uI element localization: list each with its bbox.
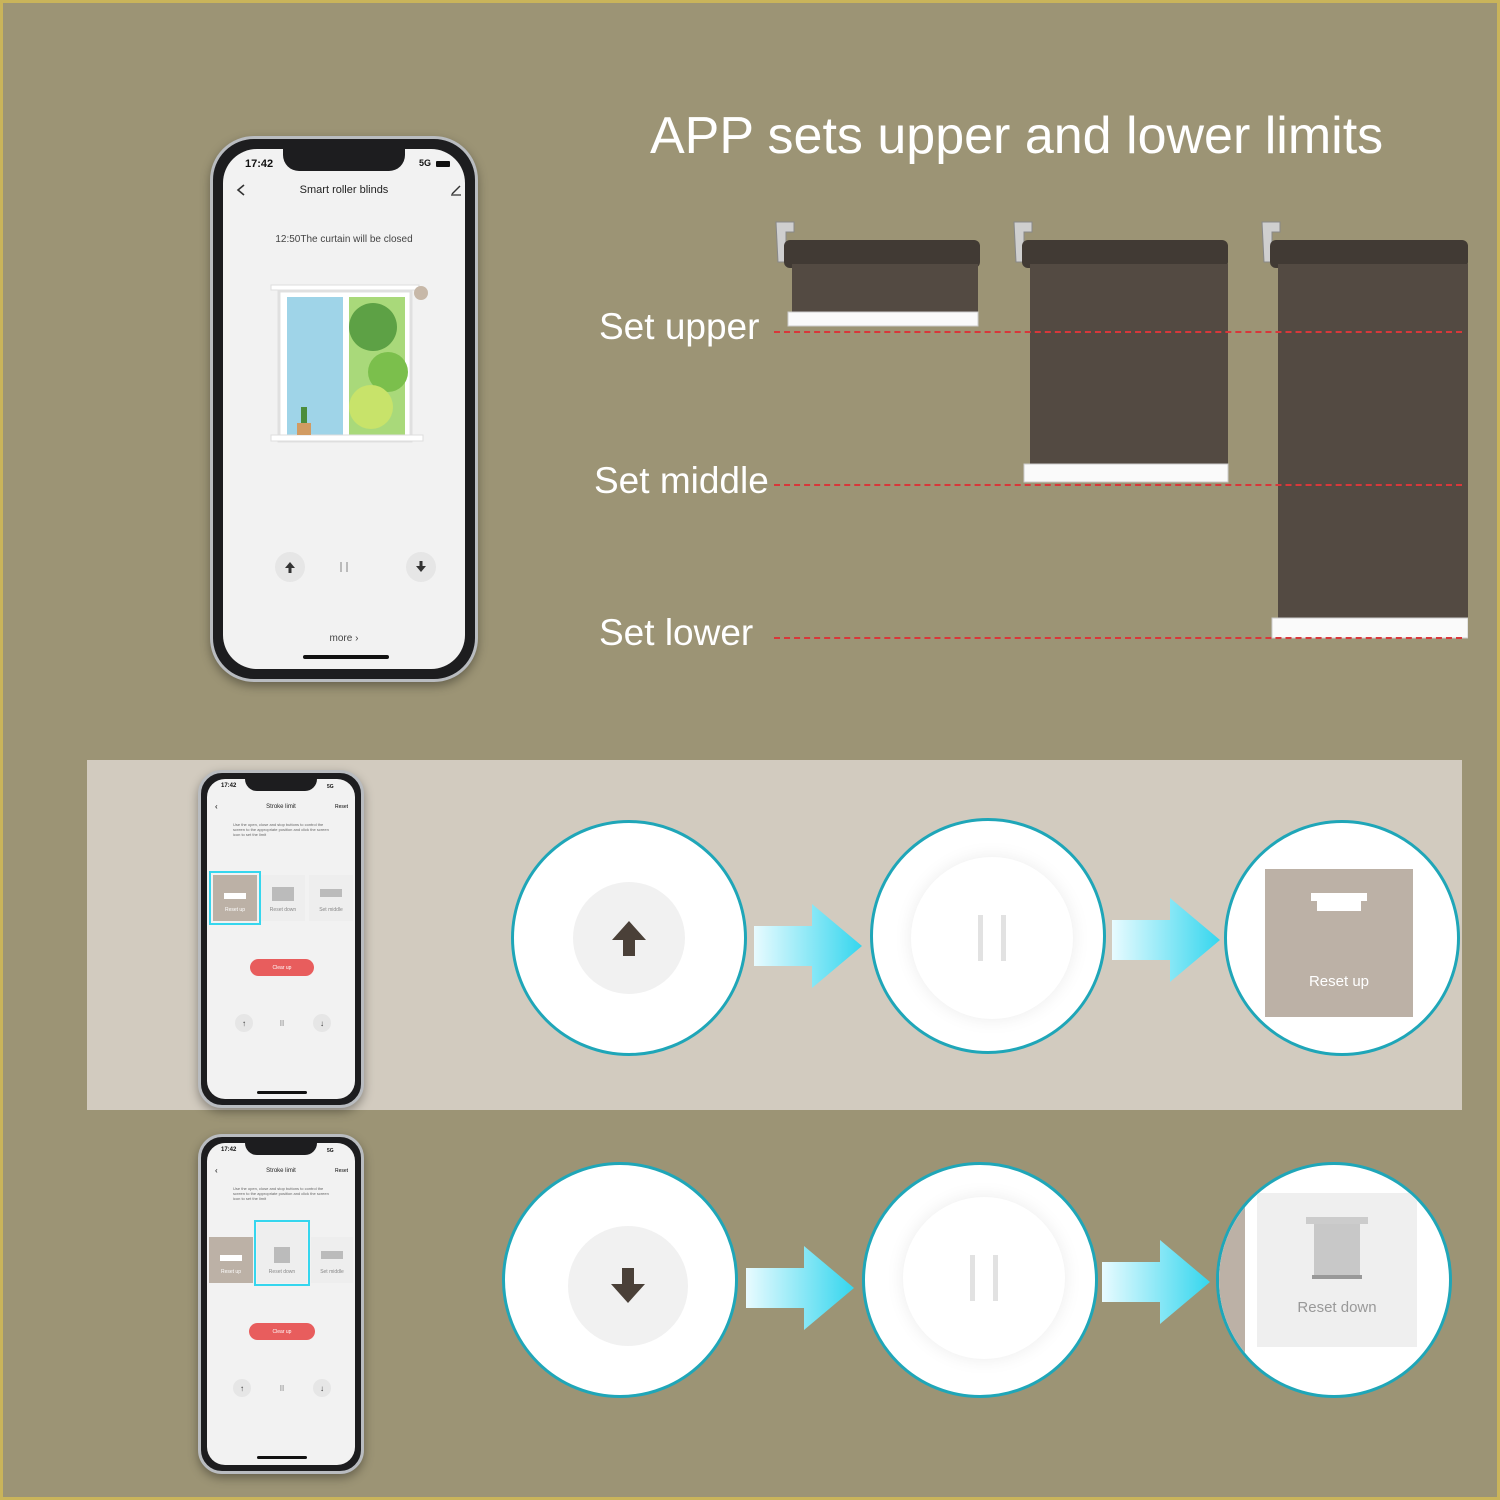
stroke-title: Stroke limit [266,804,296,810]
battery-icon [436,161,450,167]
back-icon[interactable]: ‹ [215,1166,218,1175]
status-time: 17:42 [221,783,237,789]
schedule-notice: 12:50The curtain will be closed [275,234,413,245]
step-reset-down-circle: Reset down [1216,1162,1452,1398]
pause-button-zoomed[interactable] [903,1197,1065,1359]
headline: APP sets upper and lower limits [650,107,1384,165]
middle-limit-line [774,484,1462,486]
flow-arrow-icon [754,904,862,988]
flow-arrow-icon [1102,1240,1210,1324]
reset-up-option[interactable]: Reset up [209,871,261,925]
down-button[interactable]: ↓ [313,1379,331,1397]
instructions: Use the open, close and stop buttons to … [233,1186,329,1201]
chevron-right-icon: › [355,633,359,644]
reset-link[interactable]: Reset [335,804,349,810]
up-button[interactable] [275,552,305,582]
reset-up-tile-edge [1219,1165,1245,1395]
down-arrow-icon [611,1268,645,1303]
pause-button-zoomed[interactable] [911,857,1073,1019]
pause-icon [970,1255,998,1301]
blind-middle [1010,218,1232,488]
up-button-zoomed[interactable] [573,882,685,994]
more-label: more [329,633,353,644]
label-set-upper: Set upper [599,306,760,347]
blind-icon [224,893,246,899]
blind-upper [772,218,982,338]
status-network: 5G [327,1148,334,1154]
reset-down-option[interactable]: Reset down [261,875,305,921]
stroke-phone-down: 17:42 5G ‹ Stroke limit Reset Use the op… [198,1134,364,1474]
main-phone: 17:42 5G Smart roller blinds 12:50The cu… [210,136,478,682]
window-illustration [263,277,433,447]
down-button[interactable]: ↓ [313,1014,331,1032]
main-phone-screen: 17:42 5G Smart roller blinds 12:50The cu… [223,149,465,669]
blind-lower [1258,218,1469,642]
lower-limit-line [774,637,1462,639]
reset-up-tile[interactable]: Reset up [1265,869,1413,1017]
edit-icon[interactable] [449,183,463,197]
more-link[interactable]: more › [223,633,465,644]
reset-down-tile[interactable]: Reset down [1257,1193,1417,1347]
step-down-circle [502,1162,738,1398]
blind-icon [1306,1217,1368,1279]
page-title: Smart roller blinds [299,184,389,196]
blind-icon [321,1251,343,1259]
down-arrow-icon [416,561,426,572]
up-arrow-icon [285,562,295,573]
upper-limit-line [774,331,1462,333]
stroke-phone-up: 17:42 5G ‹ Stroke limit Reset Use the op… [198,770,364,1108]
reset-up-option[interactable]: Reset up [209,1237,253,1283]
step-pause-circle [870,818,1106,1054]
step-up-circle [511,820,747,1056]
blind-icon [1311,893,1367,911]
clear-button[interactable]: Clear up [250,959,314,976]
pause-button[interactable]: II [279,1383,285,1393]
status-time: 17:42 [245,158,274,170]
reset-down-option[interactable]: Reset down [254,1220,310,1286]
blind-icon [272,887,294,901]
back-icon[interactable]: ‹ [215,802,218,811]
up-button[interactable]: ↑ [233,1379,251,1397]
pause-icon [978,915,1006,961]
step-reset-up-circle: Reset up [1224,820,1460,1056]
up-button[interactable]: ↑ [235,1014,253,1032]
instructions: Use the open, close and stop buttons to … [233,822,329,837]
flow-arrow-icon [1112,898,1220,982]
pause-icon [340,562,348,572]
label-set-middle: Set middle [594,460,769,501]
set-middle-option[interactable]: Set middle [311,1237,353,1283]
down-button[interactable] [406,552,436,582]
reset-link[interactable]: Reset [335,1168,349,1174]
blind-icon [274,1247,290,1263]
status-network: 5G [419,158,432,168]
label-set-lower: Set lower [599,612,754,653]
back-icon[interactable] [235,183,247,197]
stroke-title: Stroke limit [266,1168,296,1174]
pause-button[interactable] [329,552,359,582]
blind-icon [320,889,342,897]
reset-down-label: Reset down [1297,1299,1377,1316]
flow-arrow-icon [746,1246,854,1330]
set-middle-option[interactable]: Set middle [309,875,353,921]
status-network: 5G [327,784,334,790]
blind-icon [220,1255,242,1261]
clear-button[interactable]: Clear up [249,1323,315,1340]
down-button-zoomed[interactable] [568,1226,688,1346]
step-pause-circle-2 [862,1162,1098,1398]
up-arrow-icon [612,921,646,956]
reset-up-label: Reset up [1308,973,1370,990]
status-time: 17:42 [221,1147,237,1153]
pause-button[interactable]: II [279,1018,285,1028]
